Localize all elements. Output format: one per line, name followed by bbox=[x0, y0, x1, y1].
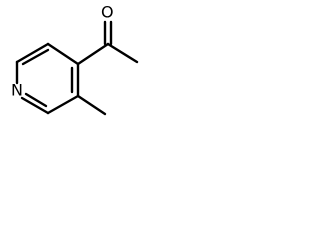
structure-diagram: O N bbox=[0, 0, 150, 134]
acetyl-group bbox=[76, 20, 139, 66]
double-bond-c6-c5-inner bbox=[21, 48, 50, 66]
methyl-group bbox=[76, 94, 107, 116]
pyridine-ring bbox=[15, 42, 80, 115]
bond-carbonyl-methyl bbox=[106, 42, 139, 64]
nitrogen-label: N bbox=[11, 81, 23, 100]
bond-c3-methyl bbox=[76, 94, 107, 116]
bond-c4-carbonyl bbox=[76, 42, 110, 66]
bond-c6-c5 bbox=[15, 42, 50, 64]
bond-c5-c4 bbox=[46, 42, 80, 66]
molecule-svg: O N bbox=[11, 3, 139, 116]
oxygen-label: O bbox=[101, 3, 114, 22]
double-bond-c2-n1-inner bbox=[24, 92, 48, 108]
bond-c2-n1 bbox=[20, 96, 50, 115]
bond-c3-c2 bbox=[46, 94, 80, 115]
